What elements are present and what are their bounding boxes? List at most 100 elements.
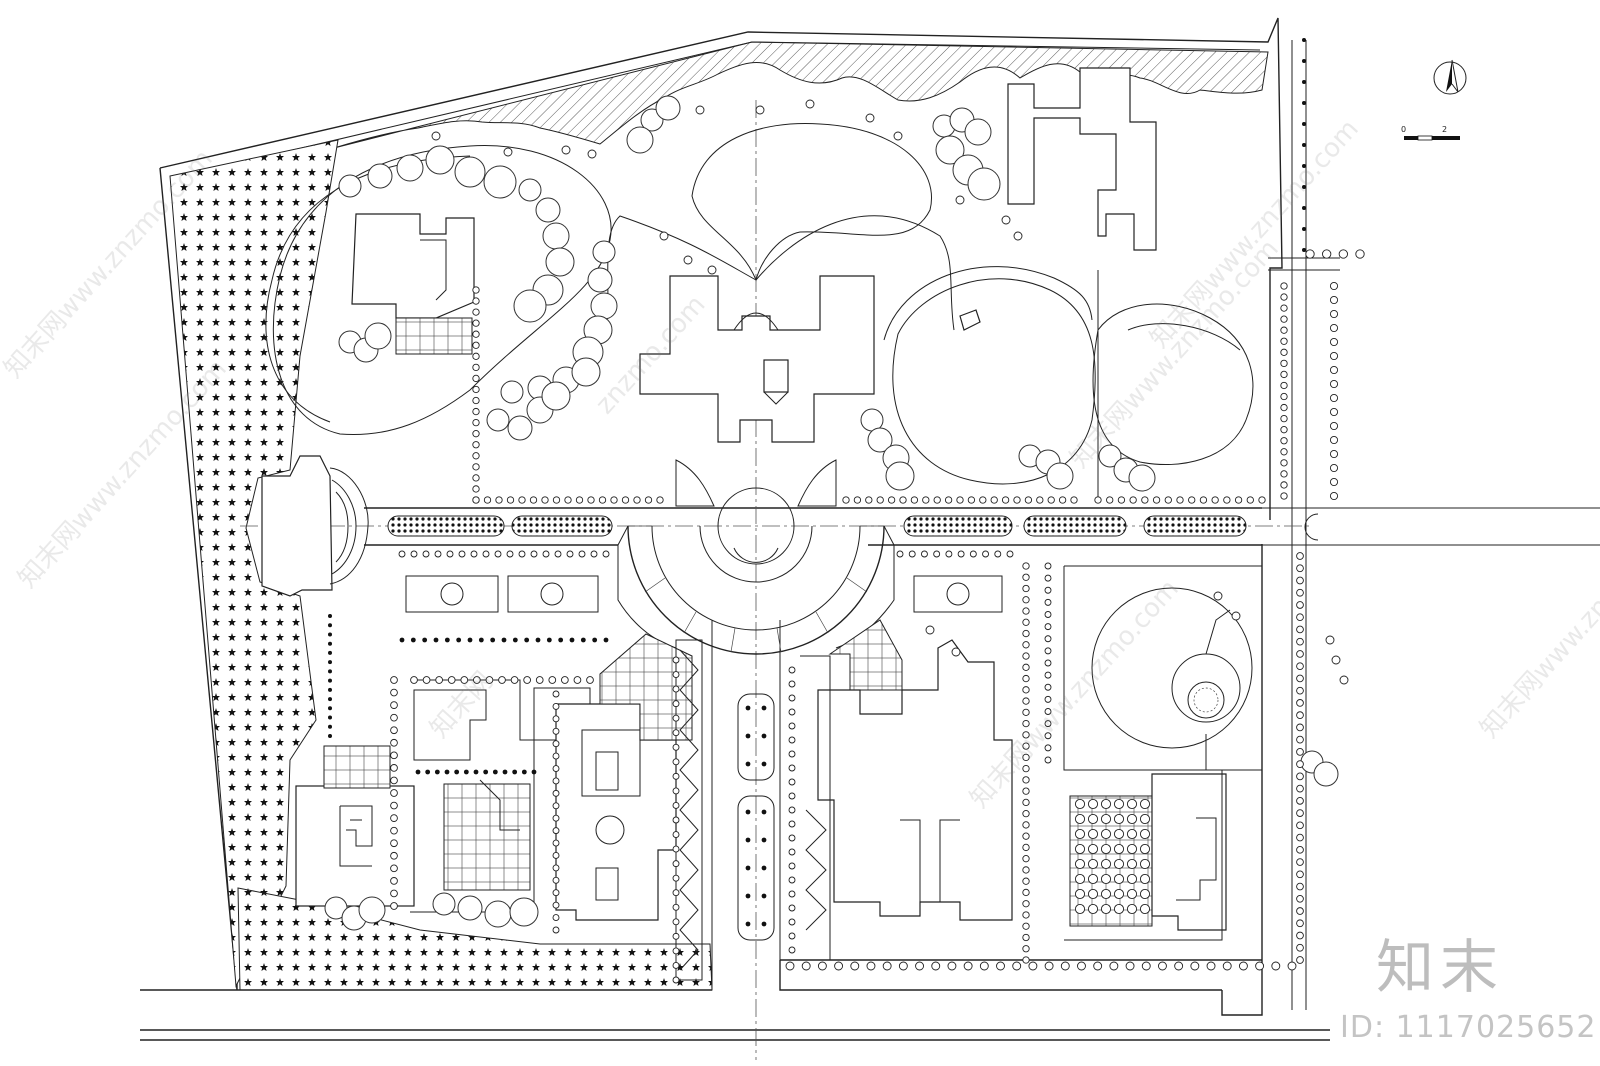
tree-symbol <box>834 961 844 971</box>
tree-symbol <box>866 961 876 971</box>
shrub-dot <box>328 697 332 702</box>
specimen-tree <box>805 99 815 109</box>
planter-shrub <box>745 921 751 927</box>
tree-symbol <box>1296 588 1304 597</box>
tree-symbol <box>933 496 941 504</box>
shrub-dot <box>521 769 527 775</box>
tree-symbol <box>1028 961 1038 971</box>
tree-symbol <box>1106 496 1114 504</box>
tree-symbol <box>390 851 398 860</box>
tree-symbol <box>1296 735 1304 744</box>
tree-symbol <box>788 750 796 758</box>
shrub-dot <box>1302 185 1306 189</box>
shrub-dot <box>328 669 332 674</box>
tree-symbol <box>1280 448 1288 456</box>
tree-symbol <box>422 676 431 684</box>
tree-symbol <box>1022 708 1030 716</box>
tree-symbol <box>590 550 598 558</box>
tree-symbol <box>1280 304 1288 312</box>
tree-symbol <box>1329 281 1339 291</box>
orchard-tree <box>1087 828 1099 840</box>
tree-symbol <box>541 496 549 504</box>
shrub-dot <box>328 650 332 655</box>
planter-shrub <box>761 921 767 927</box>
shrub-clump <box>587 267 613 293</box>
shrub-clump <box>542 222 570 250</box>
shrub-dot <box>512 637 518 643</box>
orchard-tree <box>1100 903 1112 915</box>
tree-symbol <box>434 550 442 558</box>
tree-symbol <box>390 688 398 697</box>
shrub-clump <box>486 408 510 432</box>
tree-symbol <box>1222 961 1232 971</box>
tree-symbol <box>1022 843 1030 852</box>
tree-symbol <box>1329 435 1339 445</box>
specimen-tree <box>1213 591 1223 601</box>
tree-symbol <box>672 860 680 868</box>
tree-symbol <box>1070 496 1078 504</box>
shrub-dot <box>592 637 598 643</box>
planter-shrub <box>745 893 751 899</box>
tree-symbol <box>1001 496 1010 504</box>
tree-symbol <box>1022 742 1030 750</box>
tree-symbol <box>1296 907 1304 915</box>
tree-symbol <box>896 550 904 558</box>
tree-symbol <box>548 676 557 684</box>
tree-symbol <box>390 789 398 797</box>
tree-symbol <box>898 961 908 971</box>
specimen-tree <box>1001 215 1011 225</box>
tree-symbol <box>915 961 924 971</box>
tree-symbol <box>1280 359 1288 368</box>
tree-symbol <box>672 685 680 693</box>
shrub-clump <box>367 163 393 189</box>
tree-symbol <box>1022 596 1030 604</box>
planter-shrub <box>761 837 767 843</box>
tree-symbol <box>518 550 526 558</box>
orchard-tree <box>1113 828 1125 840</box>
tree-symbol <box>788 764 796 772</box>
shrub-clump <box>518 178 542 202</box>
tree-symbol <box>552 740 560 748</box>
shrub-dot <box>580 637 586 643</box>
orchard-tree <box>1074 873 1086 885</box>
tree-symbol <box>1296 760 1304 768</box>
orchard-tree <box>1087 903 1099 915</box>
tree-symbol <box>1296 650 1304 658</box>
specimen-tree <box>955 195 965 205</box>
tree-symbol <box>390 751 398 760</box>
shrub-dot <box>328 734 332 738</box>
specimen-tree <box>1331 655 1341 665</box>
tree-symbol <box>410 550 418 558</box>
shrub-dot <box>524 637 530 643</box>
tree-symbol <box>672 758 680 766</box>
tree-symbol <box>788 792 796 800</box>
tree-symbol <box>1280 337 1288 345</box>
tree-symbol <box>1109 961 1119 971</box>
tree-symbol <box>1044 732 1052 740</box>
tree-symbol <box>785 961 795 971</box>
tree-symbol <box>552 702 560 710</box>
shrub-dot <box>463 769 469 775</box>
tree-symbol <box>1077 961 1086 971</box>
planter-shrub <box>761 865 767 871</box>
shrub-dot <box>328 687 332 692</box>
shrub-clump <box>483 165 517 199</box>
tree-symbol <box>672 714 680 722</box>
orchard-tree <box>1100 888 1112 900</box>
shrub-dot <box>535 637 541 643</box>
specimen-tree <box>683 255 693 265</box>
tree-symbol <box>899 496 907 504</box>
tree-symbol <box>1329 393 1339 403</box>
specimen-tree <box>659 231 669 241</box>
tree-symbol <box>552 839 560 847</box>
shrub-clump <box>358 896 386 924</box>
shrub-dot <box>1302 38 1306 42</box>
tree-symbol <box>817 961 827 971</box>
tree-symbol <box>1024 496 1033 504</box>
tree-symbol <box>1044 562 1052 570</box>
specimen-tree <box>925 625 935 635</box>
tree-symbol <box>1141 496 1149 504</box>
tree-symbol <box>1296 833 1304 842</box>
tree-symbol <box>398 550 406 558</box>
tree-symbol <box>1296 796 1304 805</box>
